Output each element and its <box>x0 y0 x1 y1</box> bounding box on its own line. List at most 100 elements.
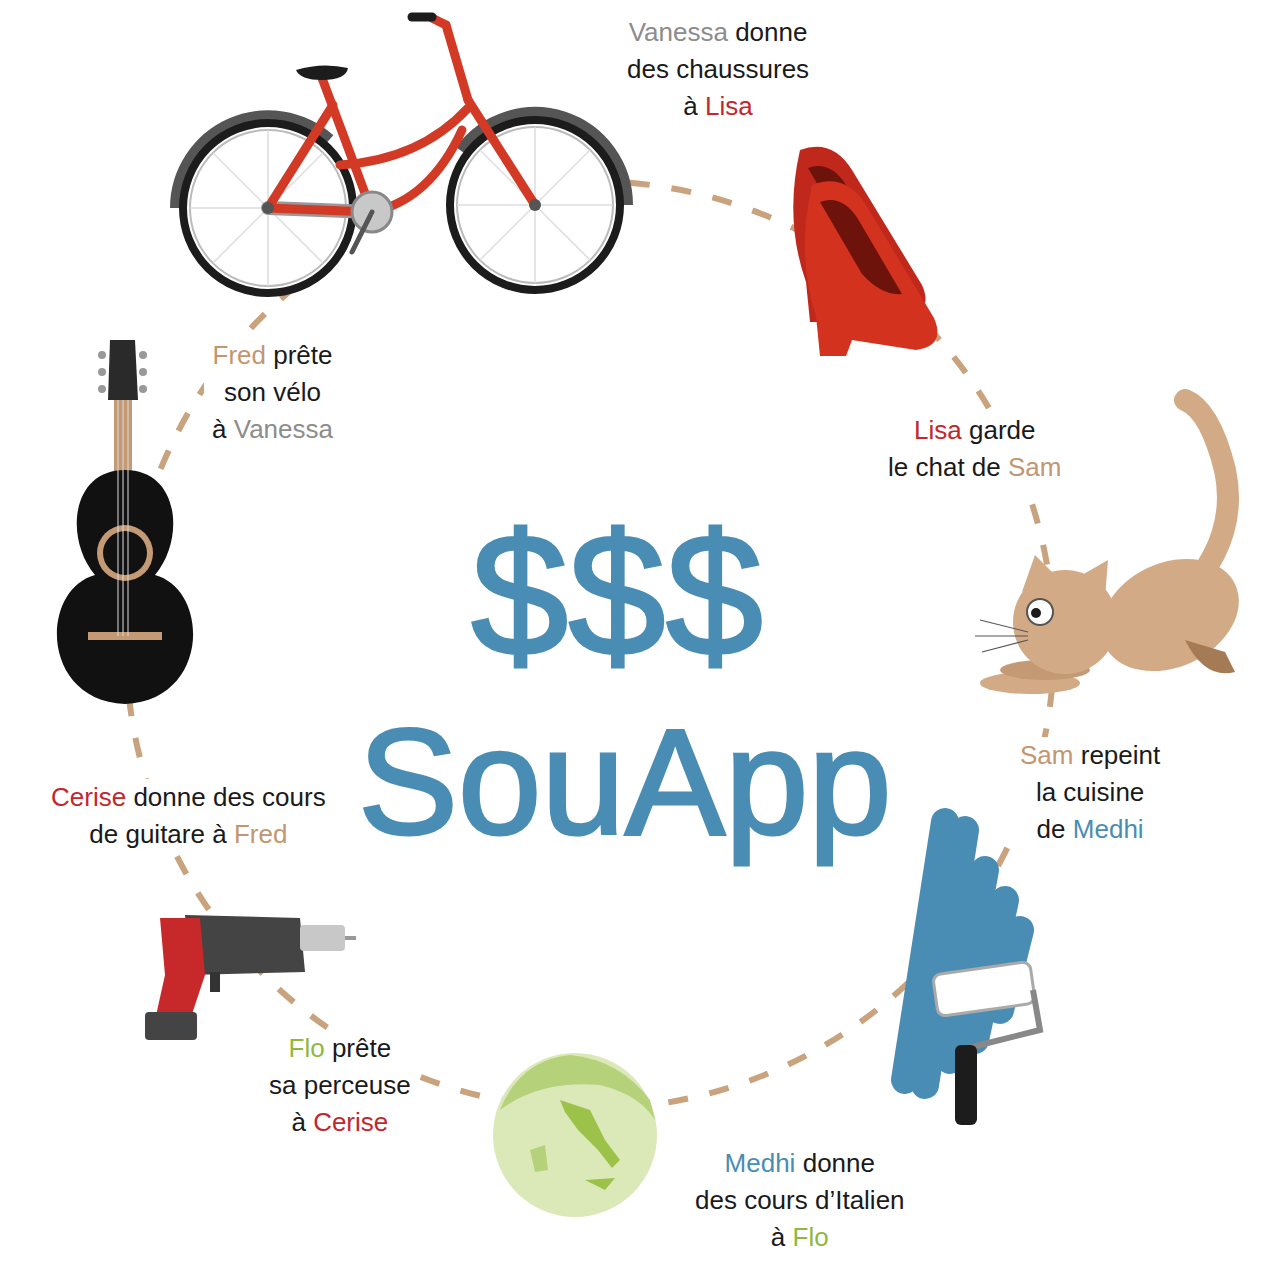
guitar-icon-part-part <box>128 400 129 636</box>
bicycle-icon-part <box>262 202 274 214</box>
guitar-icon-part-part <box>139 385 147 393</box>
person-name: Fred <box>213 337 266 374</box>
caption-line: àFlo <box>695 1219 905 1256</box>
person-name: Lisa <box>705 88 753 125</box>
caption-text: des chaussures <box>627 51 809 88</box>
globe-icon <box>493 1053 657 1217</box>
drill-icon-part <box>155 918 205 1020</box>
bicycle-icon-part-part <box>480 150 590 260</box>
guitar-icon <box>57 340 193 704</box>
caption-line: la cuisine <box>1020 774 1160 811</box>
drill-icon-part <box>345 936 356 940</box>
caption-text: la cuisine <box>1036 774 1144 811</box>
person-name: Flo <box>289 1030 325 1067</box>
bicycle-icon-part-part <box>446 25 468 100</box>
dollar-signs: $$$ <box>471 507 763 682</box>
caption-line: de guitare àFred <box>51 816 326 853</box>
caption-line: Vanessadonne <box>627 14 809 51</box>
bicycle-icon-part-part <box>468 100 535 205</box>
caption-text: donne des cours <box>133 779 325 816</box>
caption-line: des chaussures <box>627 51 809 88</box>
caption-line: deMedhi <box>1020 811 1160 848</box>
caption-text: garde <box>969 412 1036 449</box>
bicycle-icon <box>170 0 630 293</box>
drill-icon <box>145 915 356 1040</box>
caption-line: àVanessa <box>212 411 333 448</box>
bicycle-icon-part <box>457 127 613 283</box>
cat-icon-part-part <box>980 620 1028 632</box>
person-name: Vanessa <box>234 411 333 448</box>
person-name: Sam <box>1020 737 1073 774</box>
guitar-icon-part <box>97 525 153 581</box>
exchange-caption: Medhidonnedes cours d’ItalienàFlo <box>687 1145 913 1256</box>
exchange-caption: Samrepeintla cuisinedeMedhi <box>1012 737 1168 848</box>
guitar-icon-part <box>88 632 162 640</box>
person-name: Lisa <box>914 412 962 449</box>
guitar-icon-part-part <box>139 351 147 359</box>
bicycle-icon-part-part <box>340 108 468 165</box>
caption-line: àCerise <box>269 1104 411 1141</box>
globe-icon-part <box>560 1100 620 1168</box>
caption-line: Samrepeint <box>1020 737 1160 774</box>
caption-text: donne <box>803 1145 875 1182</box>
exchange-caption: Lisagardele chat deSam <box>880 412 1069 486</box>
guitar-icon-part-part <box>118 400 119 636</box>
person-name: Fred <box>234 816 287 853</box>
bicycle-icon-part-part <box>268 105 333 208</box>
caption-text: sa perceuse <box>269 1067 411 1104</box>
person-name: Vanessa <box>629 14 728 51</box>
person-name: Cerise <box>313 1104 388 1141</box>
caption-text: prête <box>273 337 332 374</box>
globe-icon-part <box>530 1145 548 1172</box>
caption-line: sa perceuse <box>269 1067 411 1104</box>
bicycle-icon-part-part <box>480 150 590 260</box>
guitar-icon-part <box>118 400 128 636</box>
caption-text: repeint <box>1081 737 1161 774</box>
globe-icon-part <box>585 1178 615 1190</box>
shoes-icon-part <box>820 200 902 294</box>
caption-line: son vélo <box>212 374 333 411</box>
caption-line: Cerisedonne des cours <box>51 779 326 816</box>
caption-line: Medhidonne <box>695 1145 905 1182</box>
globe-icon-part <box>493 1053 657 1217</box>
paint-roller-icon-part <box>968 990 1040 1048</box>
cat-icon-part <box>1022 555 1058 592</box>
caption-line: le chat deSam <box>888 449 1061 486</box>
bicycle-icon-part <box>412 13 432 22</box>
guitar-icon-part <box>108 340 138 400</box>
drill-icon-part <box>300 925 345 951</box>
person-name: Cerise <box>51 779 126 816</box>
person-name: Flo <box>793 1219 829 1256</box>
caption-text: à <box>683 88 697 125</box>
caption-text: à <box>212 411 226 448</box>
cat-icon-part <box>1185 640 1235 673</box>
drill-icon-part <box>210 972 220 992</box>
caption-line: àLisa <box>627 88 809 125</box>
guitar-icon-part-part <box>98 385 106 393</box>
caption-line: Fredprête <box>212 337 333 374</box>
bicycle-icon-part <box>529 199 541 211</box>
caption-text: des cours d’Italien <box>695 1182 905 1219</box>
guitar-icon-part <box>98 351 147 393</box>
person-name: Medhi <box>1073 811 1144 848</box>
guitar-icon-part-part <box>139 368 147 376</box>
paint-roller-icon-part <box>955 1045 977 1125</box>
cat-icon-part <box>975 620 1028 652</box>
exchange-caption: Fredprêteson véloàVanessa <box>204 337 341 448</box>
caption-text: de <box>1037 811 1066 848</box>
caption-text: à <box>291 1104 305 1141</box>
caption-line: des cours d’Italien <box>695 1182 905 1219</box>
cat-icon-part <box>1027 599 1053 625</box>
bicycle-icon-part <box>450 120 620 290</box>
caption-text: donne <box>735 14 807 51</box>
dashed-cycle <box>126 181 1054 1109</box>
caption-text: de guitare à <box>89 816 226 853</box>
guitar-icon-part <box>103 531 147 575</box>
guitar-icon-part-part <box>98 368 106 376</box>
person-name: Medhi <box>725 1145 796 1182</box>
caption-text: prête <box>332 1030 391 1067</box>
paint-roller-icon-part <box>933 961 1036 1016</box>
drill-icon-part <box>145 1012 197 1040</box>
exchange-caption: Floprêtesa perceuseàCerise <box>261 1030 419 1141</box>
caption-line: Floprête <box>269 1030 411 1067</box>
